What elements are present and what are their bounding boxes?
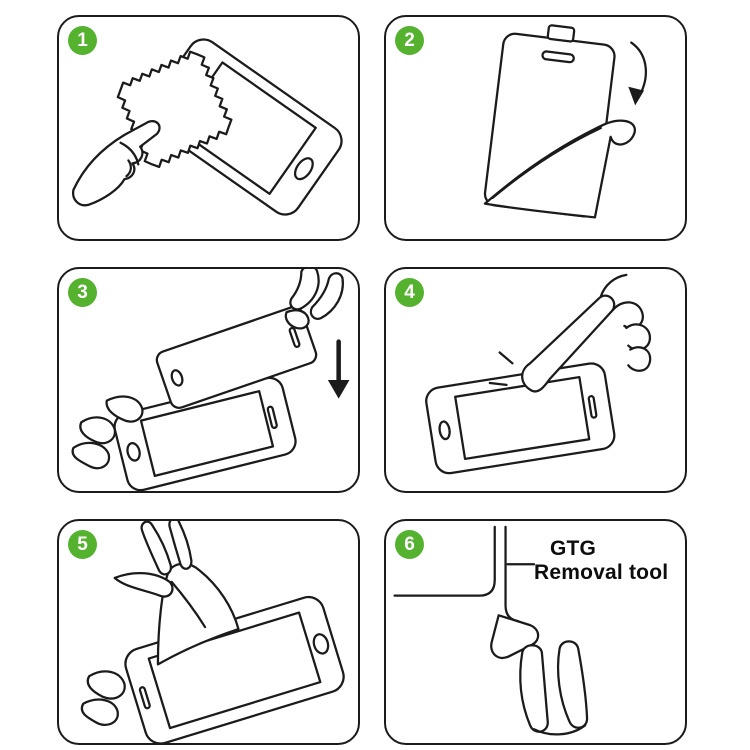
press-mark (488, 381, 508, 387)
arrowhead-icon (628, 86, 645, 106)
thumb (519, 644, 549, 733)
phone-outline (124, 595, 345, 743)
step-panel-3: 3 (57, 267, 360, 493)
step-panel-1: 1 (57, 15, 360, 241)
phone-screen (454, 375, 591, 461)
phone-screen (139, 390, 275, 478)
step-number-badge: 1 (68, 26, 97, 55)
smooth-film-illustration-icon (80, 521, 345, 743)
speaker-cutout (288, 326, 301, 348)
earpiece-slot (266, 405, 278, 429)
hand-edge (599, 273, 628, 298)
step-number-badge: 6 (395, 530, 424, 559)
press-screen-illustration-icon (425, 273, 652, 475)
earpiece-slot (587, 395, 598, 419)
curled-finger (627, 346, 652, 372)
wipe-phone-illustration-icon (72, 38, 343, 216)
pinching-finger (289, 269, 320, 311)
home-button (312, 633, 330, 655)
step-number-badge: 5 (68, 530, 97, 559)
speaker-cutout (541, 50, 575, 64)
earpiece-slot (138, 686, 151, 710)
removal-tool-label-line1: GTG (550, 537, 597, 560)
removal-tool-label: GTG Removal tool (534, 537, 668, 585)
thumb (284, 309, 310, 330)
step-number-badge: 4 (395, 278, 424, 307)
holding-hand (79, 416, 116, 445)
upper-hand-finger (168, 521, 193, 570)
holding-hand (71, 441, 111, 470)
step-number-badge: 2 (395, 26, 424, 55)
pull-tab (546, 24, 576, 43)
step-panel-5: 5 (57, 519, 360, 745)
removal-tool-label-line2: Removal tool (534, 561, 669, 584)
hand-edge (532, 724, 587, 736)
phone-outline (113, 376, 297, 491)
removal-tool-illustration-icon (393, 525, 589, 736)
home-button (126, 442, 141, 462)
phone-corner-edge (393, 525, 496, 597)
screen-protector (155, 305, 318, 409)
upper-hand-thumb (113, 572, 174, 598)
home-button (293, 157, 314, 181)
glass-edge (504, 525, 520, 623)
press-mark (498, 351, 514, 365)
phone-outline (425, 362, 616, 475)
step-number-badge: 3 (68, 278, 97, 307)
home-button (438, 420, 451, 441)
film-fold-line (170, 580, 207, 629)
align-protector-illustration-icon (71, 269, 350, 491)
pinching-finger (309, 272, 344, 320)
peel-backing-illustration-icon (483, 24, 647, 219)
phone-screen (147, 611, 322, 730)
pressing-finger (521, 294, 616, 393)
upper-hand-finger (140, 521, 173, 576)
step-panel-4: 4 (384, 267, 687, 493)
index-finger (556, 640, 589, 729)
step-panel-2: 2 (384, 15, 687, 241)
lower-hand (86, 670, 126, 700)
curled-finger (625, 323, 652, 351)
peeling-backing-layer (483, 119, 636, 219)
step-panel-6: 6 GTG Removal tool (384, 519, 687, 745)
hand (72, 120, 161, 207)
home-cutout (170, 369, 184, 387)
holding-hand (105, 395, 144, 423)
arrowhead-icon (327, 380, 350, 399)
lower-hand (80, 698, 119, 726)
